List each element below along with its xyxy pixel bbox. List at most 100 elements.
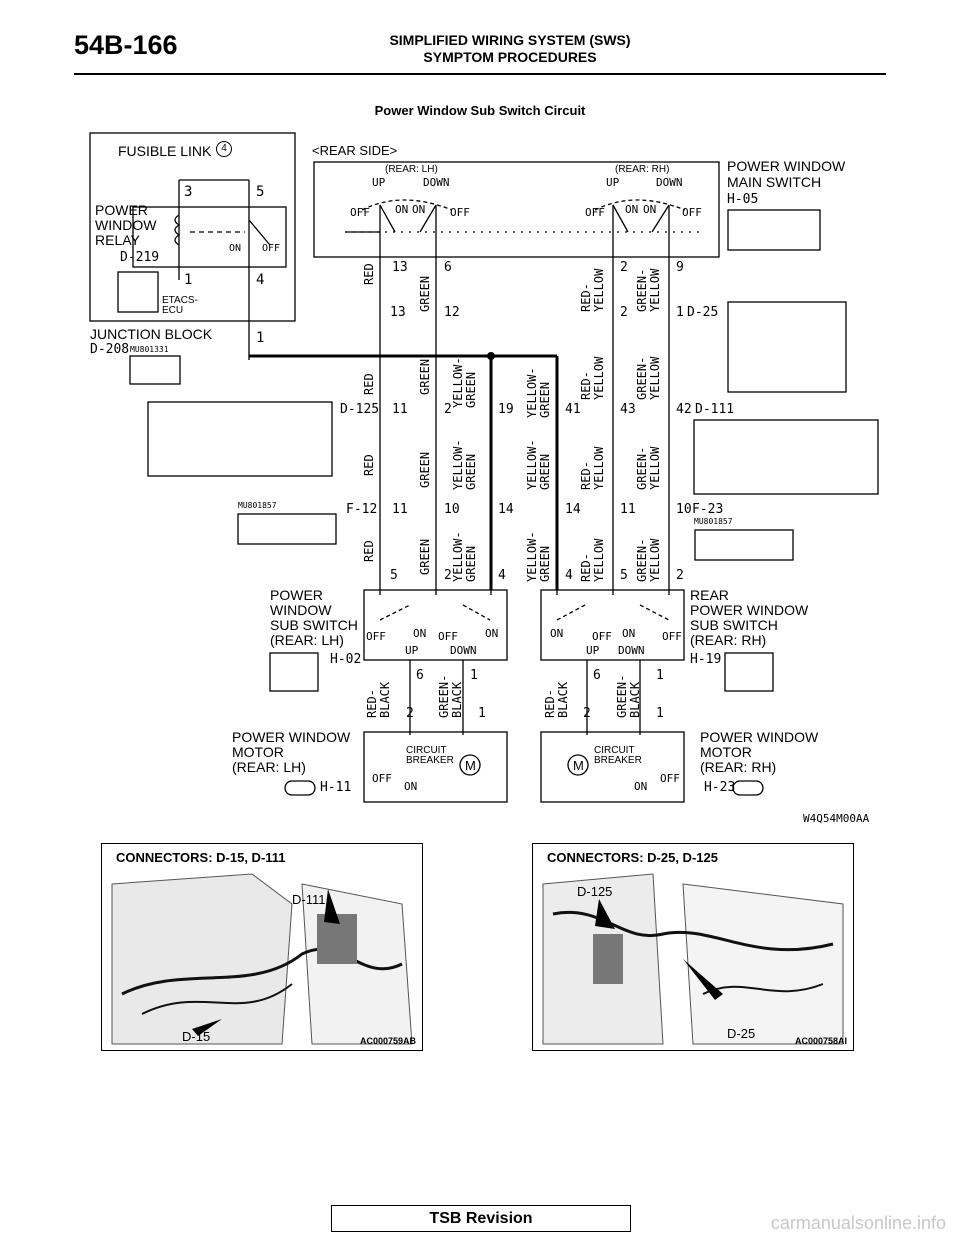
sub-lh-down: DOWN	[450, 644, 477, 657]
h02-connector-code: H-02	[330, 652, 362, 667]
d25-pin-2: 2	[620, 305, 628, 320]
wiring-diagram	[89, 132, 879, 803]
sub-switch-rh-label-4: (REAR: RH)	[690, 632, 767, 648]
h02-connector-icon	[269, 652, 319, 692]
etacs-label-2: ECU	[162, 305, 184, 316]
wire-green-yellow-1: GREEN-YELLOW	[635, 269, 662, 312]
sub-rh-up: UP	[586, 644, 600, 657]
rear-rh-label: (REAR: RH)	[615, 164, 670, 175]
wire-green-yellow-4: GREEN-YELLOW	[635, 539, 662, 582]
diagram-labels: FUSIBLE LINK 4 POWER WINDOW RELAY D-219 …	[90, 141, 869, 825]
sub-switch-lh-label-3: SUB SWITCH	[270, 617, 358, 633]
tsb-revision-box: TSB Revision	[331, 1205, 631, 1232]
jb-connector-icon	[129, 355, 181, 385]
d25-connector-icon	[727, 301, 847, 393]
photo-panel-right: CONNECTORS: D-25, D-125 D-125 D-25 AC000…	[532, 843, 854, 1051]
wire-red-3: RED	[362, 454, 376, 476]
f12-pin-10: 10	[444, 502, 460, 517]
wire-green-black-rh-b: BLACK	[628, 681, 642, 718]
wire-green-2: GREEN	[418, 358, 432, 395]
photo-right-code: AC000758AI	[794, 1036, 847, 1046]
motor-lh-symbol	[459, 754, 481, 776]
circuit-breaker-lh-1: CIRCUIT	[406, 745, 447, 756]
main-switch-connector-icon	[727, 209, 821, 251]
cb-lh-off: OFF	[372, 772, 392, 785]
section-title-block: SIMPLIFIED WIRING SYSTEM (SWS) SYMPTOM P…	[300, 32, 720, 66]
f23-pin-10: 10	[676, 502, 692, 517]
relay-pin-5: 5	[256, 184, 265, 200]
h23-connector-code: H-23	[704, 780, 736, 795]
wire-red-4: RED	[362, 540, 376, 562]
rear-side-label: <REAR SIDE>	[312, 143, 398, 158]
f12-connector-icon	[237, 513, 337, 545]
switch-pin-2: 2	[620, 260, 628, 275]
wire-yellow-green-5b: GREEN	[538, 453, 552, 490]
circuit-breaker-rh-1: CIRCUIT	[594, 745, 635, 756]
relay-pin-3: 3	[184, 184, 193, 200]
sub-rh-on-a: ON	[550, 627, 564, 640]
switch-pin-6: 6	[444, 260, 452, 275]
wire-yellow-green-3: YELLOW-GREEN	[451, 531, 478, 582]
h19-connector-code: H-19	[690, 652, 722, 667]
wire-yellow-green-6: YELLOW-GREEN	[525, 531, 552, 582]
sub-rh-down: DOWN	[618, 644, 645, 657]
main-rh-on-a: ON	[625, 203, 639, 216]
cb-lh-on: ON	[404, 780, 418, 793]
motor-lh-label-1: POWER WINDOW	[232, 729, 351, 745]
d25-pin-13: 13	[390, 305, 406, 320]
wire-green-3: GREEN	[418, 451, 432, 488]
callout-d111: D-111	[292, 892, 326, 907]
wire-yellow-green-3b: GREEN	[464, 545, 478, 582]
wire-red-black-lh-b: BLACK	[378, 681, 392, 718]
h02-pin-4: 4	[498, 568, 506, 583]
f12-connector-code: F-12	[346, 502, 378, 517]
part-number-mu801331: MU801331	[130, 345, 169, 354]
f23-pin-14: 14	[565, 502, 581, 517]
wire-green-black-rh: GREEN-BLACK	[615, 675, 642, 718]
fusible-link-label: FUSIBLE LINK	[118, 143, 212, 159]
relay-label-3: RELAY	[95, 232, 140, 248]
f23-pin-11: 11	[620, 502, 636, 517]
photo-left-code: AC000759AB	[359, 1036, 416, 1046]
wire-yellow-green-2b: GREEN	[464, 453, 478, 490]
d111-pin-42: 42	[676, 402, 692, 417]
junction-block-label: JUNCTION BLOCK	[90, 326, 213, 342]
rear-lh-label: (REAR: LH)	[385, 164, 438, 175]
wire-red-yellow-1b: YELLOW	[592, 268, 606, 312]
photo-panel-left: CONNECTORS: D-15, D-111 D-111 D-15 AC000…	[101, 843, 423, 1051]
circuit-breaker-lh: CIRCUIT BREAKER	[406, 746, 454, 766]
d125-pin-2: 2	[444, 402, 452, 417]
motor-lh-label-3: (REAR: LH)	[232, 759, 306, 775]
motor-rh-symbol	[567, 754, 589, 776]
wire-red-black-rh-b: BLACK	[556, 681, 570, 718]
main-rh-off-a: OFF	[585, 206, 605, 219]
main-switch-label-2: MAIN SWITCH	[727, 174, 822, 190]
d111-connector-icon	[693, 419, 879, 495]
sub-switch-lh-label: POWER WINDOW SUB SWITCH (REAR: LH)	[270, 588, 358, 648]
f23-connector-code: F-23	[692, 502, 724, 517]
d111-pin-43: 43	[620, 402, 636, 417]
sub-lh-off-b: OFF	[438, 630, 458, 643]
sub-rh-off-a: OFF	[592, 630, 612, 643]
main-rh-off-b: OFF	[682, 206, 702, 219]
cb-rh-on: ON	[634, 780, 648, 793]
junction-block-connector-code: D-208	[90, 342, 130, 357]
h19-pin-4: 4	[565, 568, 573, 583]
wire-red-2: RED	[362, 373, 376, 395]
callout-d125: D-125	[577, 884, 613, 899]
h23-connector-icon	[732, 780, 764, 796]
h19-pin-6: 6	[593, 668, 601, 683]
photo-left-illustration	[111, 873, 413, 1045]
page-number: 54B-166	[74, 30, 178, 60]
relay-connector-icon	[117, 271, 159, 313]
etacs-label-1: ETACS-	[162, 295, 198, 306]
sub-switch-rh-label-2: POWER WINDOW	[690, 602, 809, 618]
motor-rh-label-2: MOTOR	[700, 744, 752, 760]
sub-rh-on-b: ON	[622, 627, 636, 640]
relay-label-2: WINDOW	[95, 217, 157, 233]
wire-red-yellow-1: RED-YELLOW	[579, 268, 606, 312]
h02-pin-2: 2	[444, 568, 452, 583]
f12-pin-11: 11	[392, 502, 408, 517]
main-rh-up: UP	[606, 176, 620, 189]
wire-red-yellow-2: RED-YELLOW	[579, 357, 606, 400]
